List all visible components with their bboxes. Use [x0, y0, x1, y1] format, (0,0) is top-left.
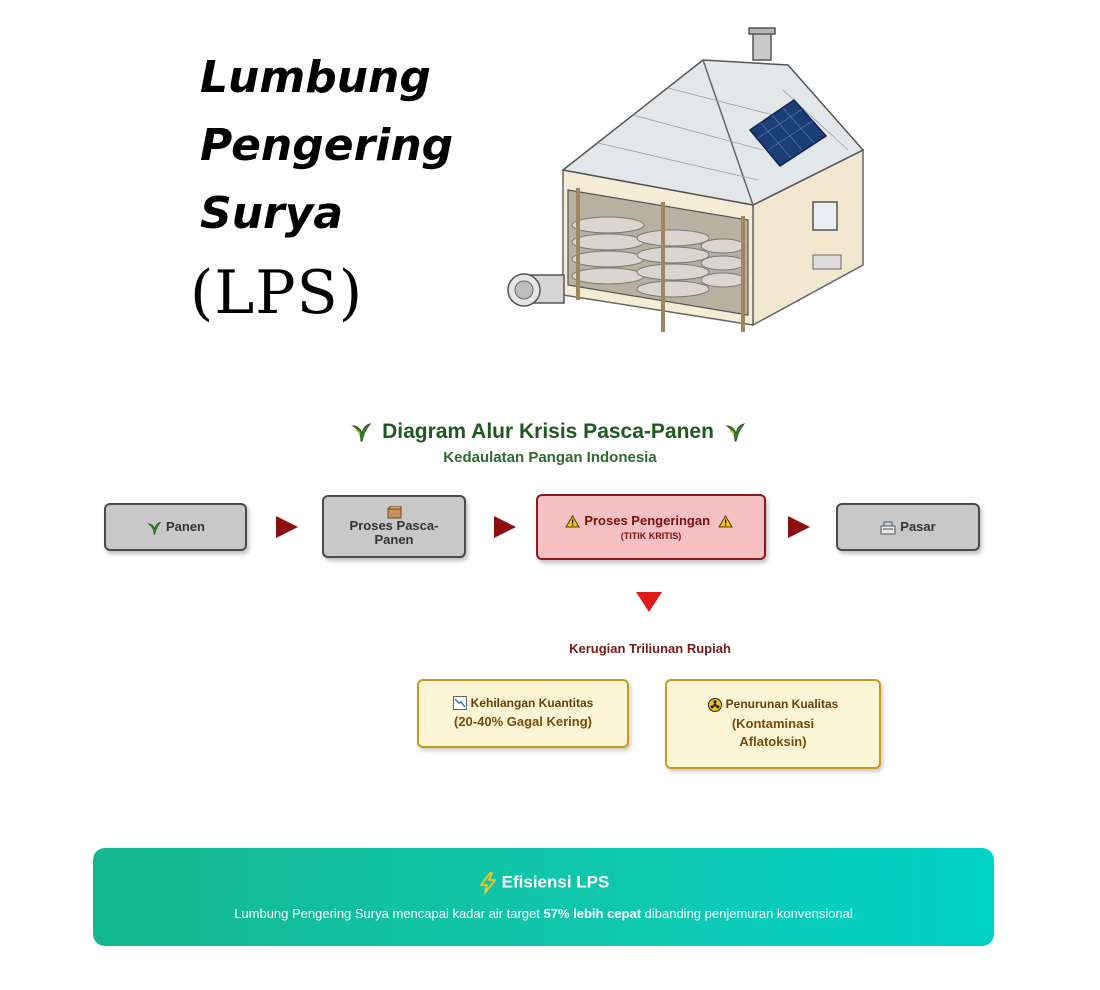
banner-title-text: Efisiensi LPS	[501, 872, 610, 892]
impact-heading: Penurunan Kualitas	[725, 697, 839, 712]
banner-text-before: Lumbung Pengering Surya mencapai kadar a…	[234, 906, 544, 921]
flow-node-label: Pasar	[900, 519, 936, 535]
box-icon	[386, 506, 401, 519]
flow-node-label: Panen	[165, 519, 205, 535]
hero-title-line-2: Pengering	[200, 120, 454, 171]
flow-arrow	[494, 516, 516, 538]
plant-icon	[147, 521, 162, 535]
flow-node-pengeringan: Proses Pengeringan (TITIK KRITIS)	[536, 494, 766, 560]
warning-icon	[565, 515, 581, 528]
chart-decrease-icon	[452, 696, 467, 711]
efficiency-banner: Efisiensi LPS Lumbung Pengering Surya me…	[93, 848, 994, 946]
banner-text: Lumbung Pengering Surya mencapai kadar a…	[93, 906, 994, 921]
banner-text-after: dibanding penjemuran konvensional	[641, 906, 853, 921]
solar-dryer-barn-illustration	[507, 27, 865, 332]
diagram-title-text: Diagram Alur Krisis Pasca-Panen	[382, 420, 714, 443]
hero-title: Lumbung Pengering Surya	[200, 44, 453, 248]
loss-arrow	[636, 592, 662, 612]
hero-title-line-3: Surya	[200, 188, 344, 239]
flow-node-panen: Panen	[104, 503, 247, 551]
impact-detail: (Kontaminasi Aflatoksin)	[731, 715, 815, 749]
diagram-subtitle: Kedaulatan Pangan Indonesia	[443, 449, 657, 466]
banner-title: Efisiensi LPS	[93, 872, 994, 894]
plant-icon	[351, 423, 372, 442]
flow-node-label: Proses Pengeringan	[584, 512, 711, 528]
impact-quality-decline: Penurunan Kualitas (Kontaminasi Aflatoks…	[665, 679, 881, 769]
loss-label: Kerugian Triliunan Rupiah	[569, 641, 731, 656]
impact-heading: Kehilangan Kuantitas	[470, 695, 594, 710]
plant-icon	[724, 423, 746, 442]
diagram-title: Diagram Alur Krisis Pasca-Panen	[0, 420, 1100, 444]
hero-abbreviation: (LPS)	[190, 258, 364, 328]
lightning-icon	[479, 872, 496, 894]
banner-text-highlight: 57% lebih cepat	[543, 906, 642, 921]
hero-title-line-1: Lumbung	[200, 52, 431, 103]
biohazard-icon	[707, 697, 722, 712]
flow-arrow	[788, 516, 810, 538]
impact-quantity-loss: Kehilangan Kuantitas (20-40% Gagal Kerin…	[417, 679, 629, 748]
flow-node-label: Proses Pasca-Panen	[349, 518, 439, 547]
critical-point-label: (TITIK KRITIS)	[620, 531, 682, 542]
impact-detail: (20-40% Gagal Kering)	[454, 714, 592, 730]
flow-node-pasar: Pasar	[836, 503, 980, 551]
flow-arrow	[276, 516, 298, 538]
flow-node-pasca-panen: Proses Pasca-Panen	[322, 495, 466, 558]
warning-icon	[717, 515, 733, 528]
register-icon	[880, 521, 896, 535]
